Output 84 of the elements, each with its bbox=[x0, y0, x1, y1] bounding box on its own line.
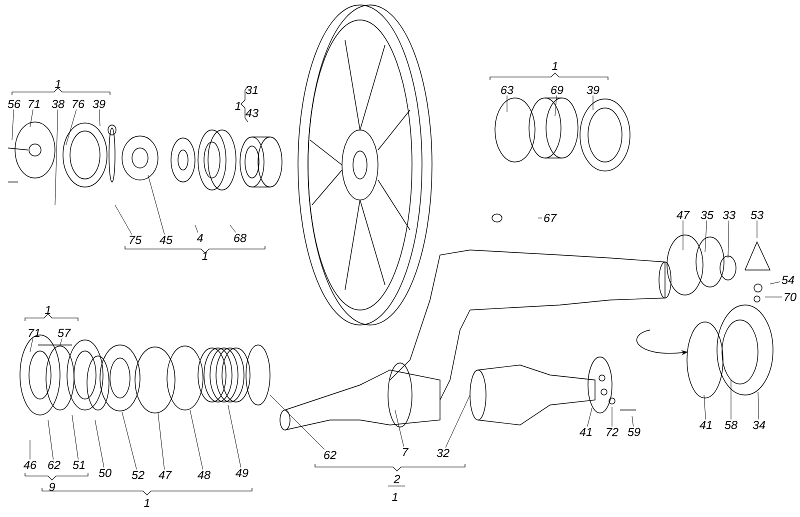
leader-line bbox=[592, 95, 594, 110]
leader-line bbox=[632, 416, 634, 427]
callout-number: 67 bbox=[544, 214, 557, 222]
callout-number: 57 bbox=[58, 328, 71, 338]
leader-line bbox=[506, 95, 508, 112]
leader-line bbox=[554, 95, 557, 116]
callout-number: 62 bbox=[324, 450, 336, 460]
callout-number: 39 bbox=[92, 100, 106, 108]
callout-number: 34 bbox=[752, 420, 766, 430]
callout-number: 54 bbox=[782, 276, 794, 284]
leader-line bbox=[704, 394, 706, 420]
leader-line bbox=[94, 420, 104, 468]
group-number: 1 bbox=[55, 80, 60, 88]
leader-line bbox=[758, 392, 760, 420]
leader-line bbox=[48, 420, 54, 460]
group-number: 1 bbox=[235, 102, 240, 110]
callout-number: 4 bbox=[196, 234, 203, 242]
callout-number: 59 bbox=[628, 428, 640, 436]
callout-number: 49 bbox=[236, 468, 248, 478]
leader-line bbox=[114, 204, 132, 235]
leader-line bbox=[72, 414, 78, 460]
callout-number: 71 bbox=[28, 328, 40, 338]
leader-line bbox=[587, 408, 592, 427]
callout-number: 46 bbox=[24, 460, 37, 470]
leader-line bbox=[730, 380, 732, 420]
group-number: 1 bbox=[392, 492, 398, 502]
callout-number: 76 bbox=[72, 100, 85, 108]
callout-number: 52 bbox=[132, 470, 144, 480]
leader-line bbox=[66, 109, 77, 146]
callout-number: 71 bbox=[28, 100, 40, 108]
callout-number: 70 bbox=[784, 292, 796, 302]
group-number: 1 bbox=[45, 306, 50, 314]
leader-line bbox=[394, 410, 404, 447]
callout-number: 50 bbox=[98, 468, 112, 478]
leader-line bbox=[148, 174, 165, 235]
callout-number: 51 bbox=[72, 460, 85, 470]
callout-number: 35 bbox=[700, 210, 714, 220]
group-number: 43 bbox=[246, 108, 258, 118]
callout-number: 62 bbox=[48, 460, 60, 470]
leader-line bbox=[190, 410, 204, 470]
callout-number: 48 bbox=[198, 470, 210, 480]
leader-line bbox=[728, 220, 730, 258]
callout-number: 38 bbox=[52, 100, 64, 108]
callout-number: 33 bbox=[722, 210, 736, 220]
callout-number: 45 bbox=[160, 236, 173, 244]
group-number: 31 bbox=[246, 86, 258, 94]
callout-number: 53 bbox=[750, 210, 764, 220]
leader-line bbox=[764, 296, 782, 298]
leader-line bbox=[158, 412, 165, 470]
leader-line bbox=[704, 220, 707, 252]
leader-line bbox=[230, 224, 236, 233]
leader-line bbox=[756, 220, 758, 238]
callout-number: 56 bbox=[8, 100, 21, 108]
callout-number: 7 bbox=[402, 448, 409, 456]
callout-number: 39 bbox=[586, 86, 600, 94]
callout-number: 58 bbox=[724, 420, 738, 430]
group-number: 2 bbox=[394, 474, 400, 484]
callout-number: 63 bbox=[501, 86, 514, 94]
callout-number: 69 bbox=[551, 86, 564, 94]
callout-number: 47 bbox=[676, 210, 690, 220]
leader-line bbox=[99, 109, 100, 126]
leader-line bbox=[228, 404, 242, 468]
leader-line bbox=[770, 282, 780, 284]
leader-line bbox=[270, 394, 325, 450]
leader-line bbox=[682, 220, 684, 250]
callout-number: 75 bbox=[130, 236, 142, 244]
callout-number: 68 bbox=[234, 234, 246, 242]
group-number: 1 bbox=[552, 62, 558, 70]
leader-line bbox=[194, 224, 198, 233]
callout-number: 47 bbox=[158, 470, 172, 480]
callout-number: 41 bbox=[580, 428, 592, 436]
leader-line bbox=[60, 338, 62, 346]
callout-number: 72 bbox=[606, 428, 618, 436]
leader-line bbox=[54, 109, 58, 206]
leader-line bbox=[30, 338, 34, 352]
leader-line bbox=[122, 412, 137, 470]
leader-line bbox=[30, 109, 34, 128]
callout-number: 32 bbox=[436, 448, 450, 458]
group-number: 1 bbox=[202, 252, 208, 260]
group-number: 9 bbox=[49, 482, 56, 492]
leader-line bbox=[445, 394, 470, 448]
callout-number: 41 bbox=[700, 420, 712, 430]
group-number: 1 bbox=[144, 498, 150, 508]
leader-line bbox=[12, 109, 14, 140]
